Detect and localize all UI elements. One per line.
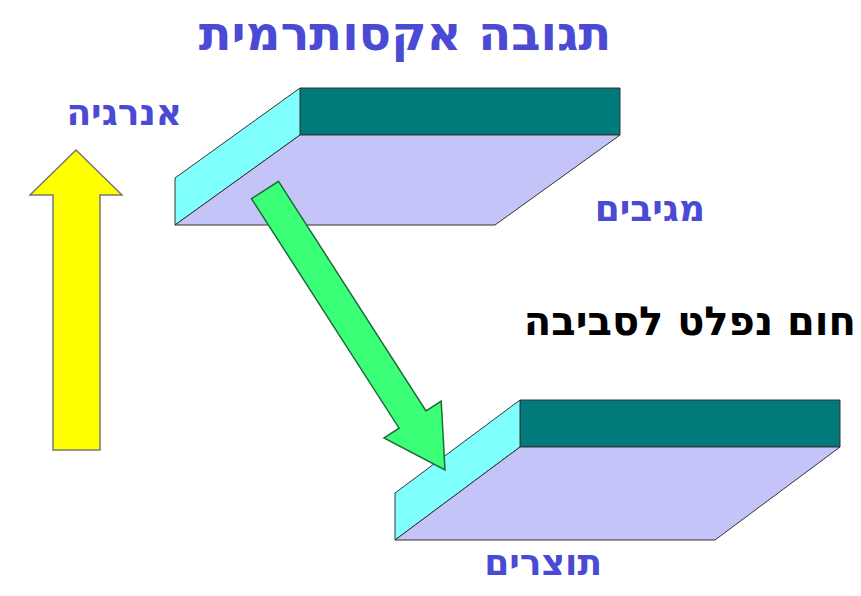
energy-level-slab: מגיבים [175,88,620,225]
level-label: מגיבים [595,188,705,229]
slab-back-face [520,400,840,447]
energy-arrow [30,150,122,450]
energy-level-slab: תוצרים [395,400,840,540]
slab-shape [395,400,840,540]
heat-arrow [252,181,446,470]
level-label: תוצרים [484,542,602,583]
slab-front-face [175,135,620,225]
slab-front-face [395,447,840,540]
diagram-title: תגובה אקסותרמית [199,6,611,61]
edge-label: חום נפלט לסביבה [524,298,856,344]
slab-back-face [300,88,620,135]
axis-label: אנרגיה [66,92,182,133]
slab-shape [175,88,620,225]
